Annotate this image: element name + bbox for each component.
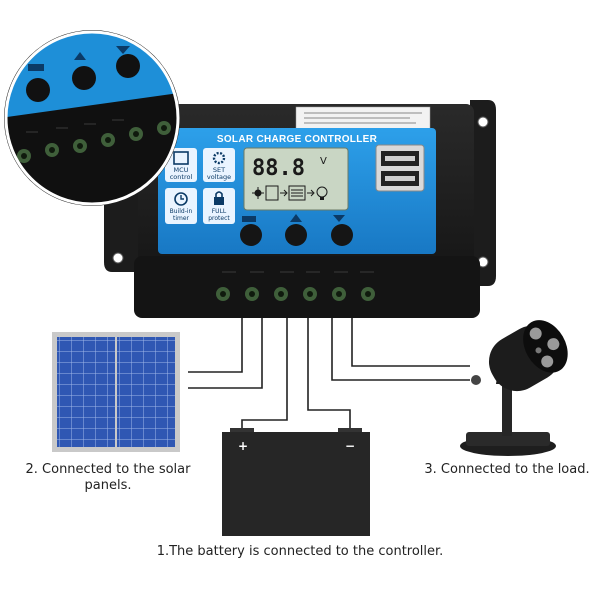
gear-icon	[212, 151, 226, 165]
inset-button-3	[116, 54, 140, 78]
caption-battery: 1.The battery is connected to the contro…	[156, 544, 444, 559]
panel-glyph-icon	[265, 185, 279, 201]
charge-controller: SOLAR CHARGE CONTROLLER MCU control SET …	[104, 100, 496, 318]
inset-up-icon	[74, 52, 86, 60]
svg-text:88.8: 88.8	[252, 156, 305, 181]
wire-load-1	[331, 318, 470, 381]
led-2	[547, 338, 560, 351]
feature-tile-timer: Build-in timer	[165, 188, 197, 224]
feature-tile-mcu: MCU control	[165, 148, 197, 182]
inset-menu-icon	[28, 64, 44, 71]
wire-solar-1	[188, 318, 243, 373]
clock-icon	[174, 192, 188, 206]
wire-load-2	[351, 318, 470, 367]
battery: + −	[222, 428, 370, 536]
svg-text:V: V	[320, 156, 327, 167]
down-button[interactable]	[331, 224, 353, 246]
svg-text:MCU: MCU	[174, 166, 189, 174]
terminal-block	[134, 256, 480, 318]
battery-plus-label: +	[238, 439, 248, 453]
wire-solar-2	[188, 318, 263, 389]
svg-text:SET: SET	[213, 166, 225, 174]
svg-text:voltage: voltage	[207, 173, 231, 181]
feature-tile-protect: FULL protect	[203, 188, 235, 224]
caption-solar-line2: panels.	[84, 478, 132, 493]
chip-icon	[173, 151, 189, 165]
svg-text:control: control	[170, 173, 193, 181]
svg-text:protect: protect	[208, 215, 230, 222]
mount-tab-left	[104, 190, 140, 272]
inset-button-1	[26, 78, 50, 102]
caption-load: 3. Connected to the load.	[424, 462, 590, 477]
svg-text:Build-in: Build-in	[170, 208, 193, 215]
lcd-display: 88.8 V	[243, 147, 349, 211]
terminal-screws	[216, 287, 375, 301]
controller-header: SOLAR CHARGE CONTROLLER	[217, 134, 378, 145]
battery-glyph-icon	[288, 185, 306, 201]
sun-icon	[252, 187, 264, 199]
wiring	[188, 318, 470, 432]
wire-battery-1	[241, 318, 288, 432]
up-triangle-icon	[290, 214, 302, 222]
feature-tile-set: SET voltage	[203, 148, 235, 182]
inset-button-2	[72, 66, 96, 90]
svg-text:FULL: FULL	[212, 208, 227, 215]
led-1	[529, 327, 542, 340]
menu-icon	[242, 216, 256, 222]
solar-panel	[52, 332, 180, 452]
wire-battery-2	[307, 318, 351, 432]
usb-ports	[375, 144, 425, 192]
up-button[interactable]	[285, 224, 307, 246]
menu-button[interactable]	[240, 224, 262, 246]
battery-minus-label: −	[345, 439, 355, 453]
mount-tab-right	[470, 100, 496, 286]
lock-icon	[214, 191, 224, 205]
svg-text:timer: timer	[173, 215, 190, 222]
spotlight-load	[460, 320, 568, 456]
caption-solar-line1: 2. Connected to the solar	[25, 462, 191, 477]
down-triangle-icon	[333, 215, 345, 222]
battery-body	[222, 432, 370, 536]
led-3	[541, 355, 554, 368]
inset-down-icon	[116, 46, 130, 54]
caption-solar: 2. Connected to the solar panels.	[8, 462, 208, 494]
